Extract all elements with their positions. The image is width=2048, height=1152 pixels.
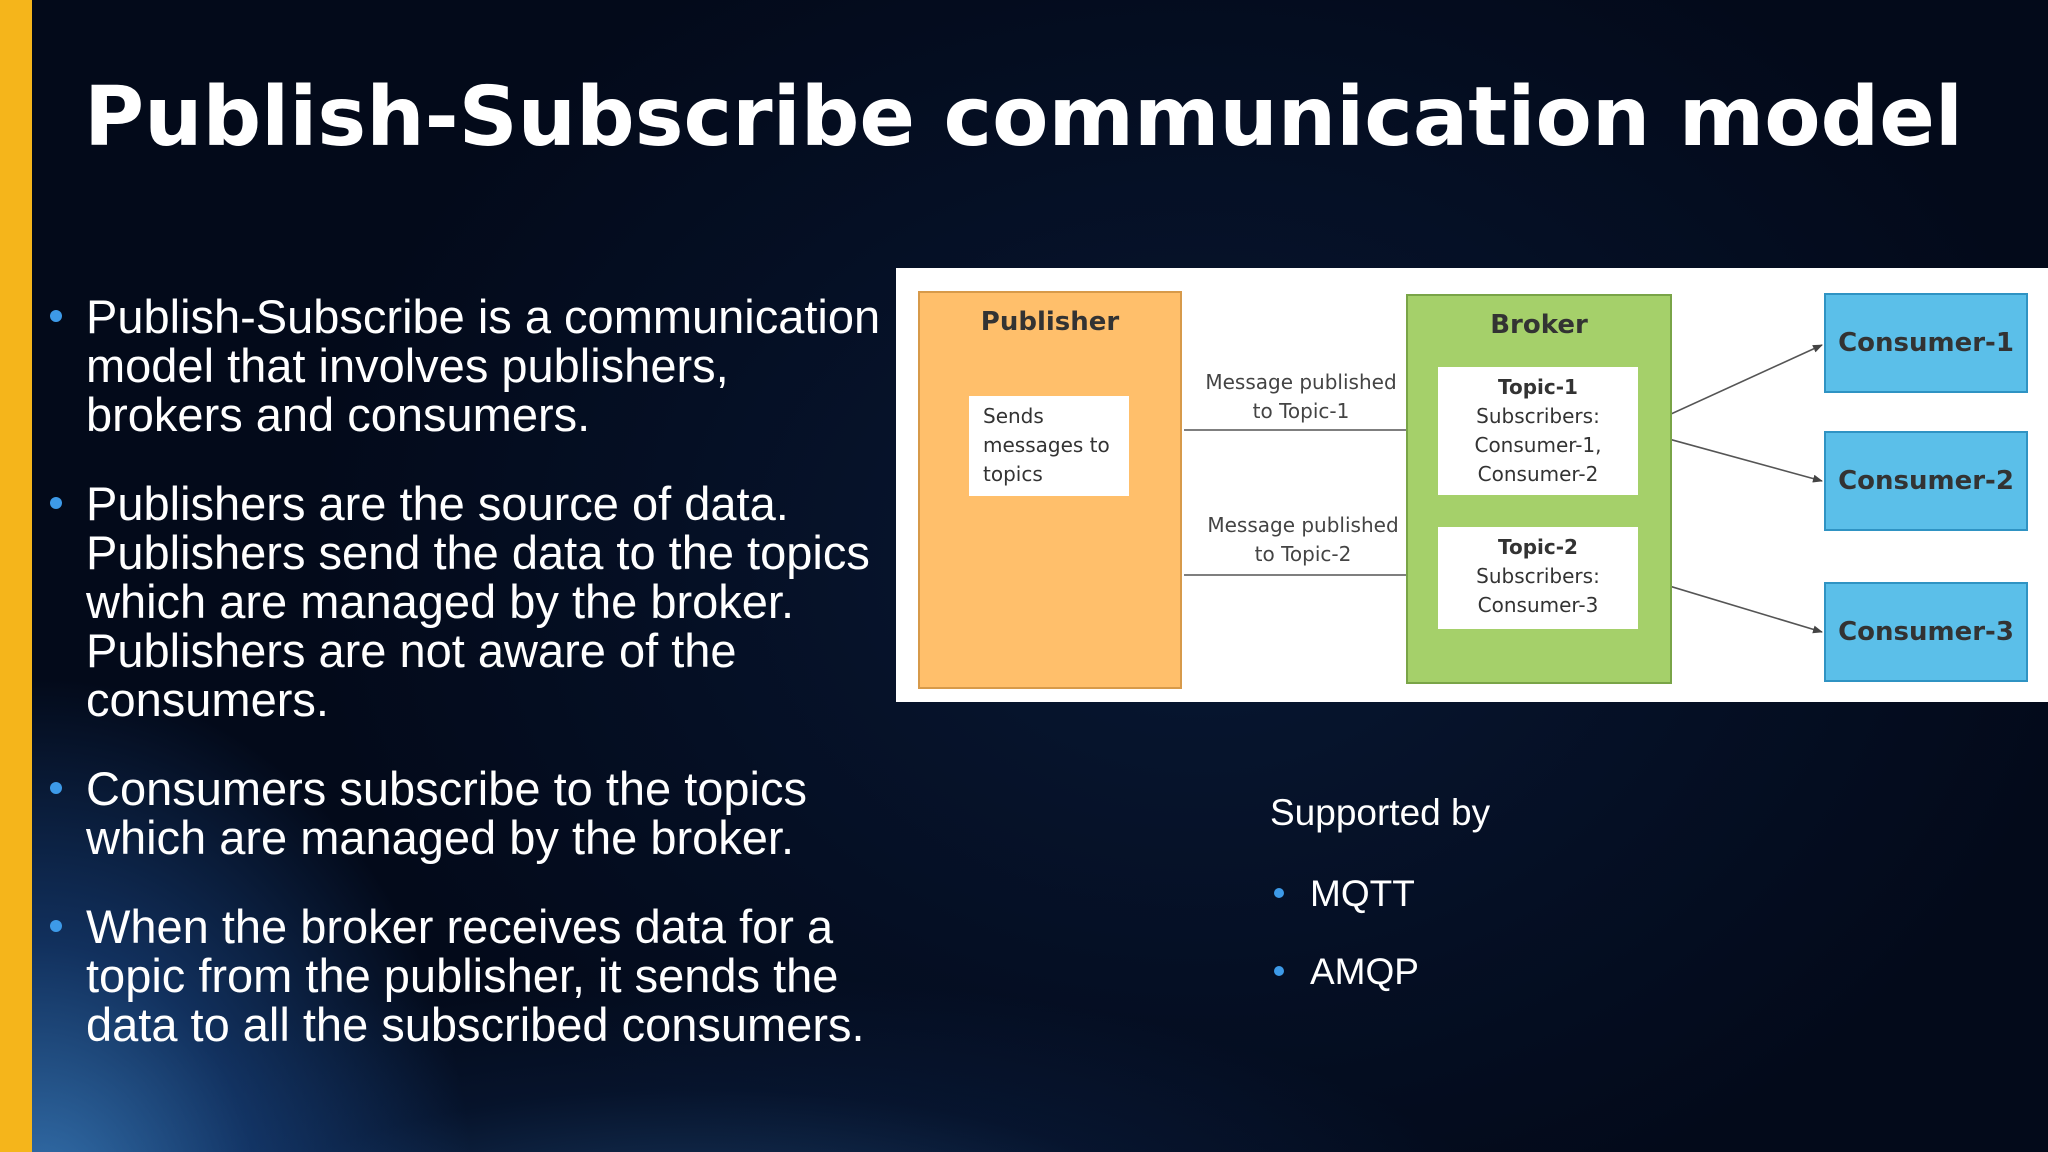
bullet-text: Publish-Subscribe is a communication mod… <box>86 290 881 441</box>
pubsub-diagram: Publisher Sends messages to topics Messa… <box>896 268 2048 702</box>
message-label-line: to Topic-2 <box>1254 542 1352 566</box>
supported-by-title: Supported by <box>1270 792 1491 833</box>
publisher-box: Publisher Sends messages to topics <box>918 291 1182 689</box>
topic-name: Topic-2 <box>1498 535 1578 559</box>
supported-item: MQTT <box>1270 870 1419 948</box>
topic1-box: Topic-1 Subscribers: Consumer-1, Consume… <box>1438 367 1638 495</box>
accent-bar <box>0 0 32 1152</box>
bullet-dot-icon <box>1274 888 1284 898</box>
topic-name: Topic-1 <box>1498 375 1578 399</box>
message-label-topic1: Message published to Topic-1 <box>1186 368 1416 426</box>
bullet-item: Publishers are the source of data. Publi… <box>44 479 894 724</box>
bullet-dot-icon <box>50 310 62 322</box>
consumer-1-box: Consumer-1 <box>1824 293 2028 393</box>
bullet-text: Publishers are the source of data. Publi… <box>86 477 870 726</box>
bullet-dot-icon <box>50 782 62 794</box>
bullet-dot-icon <box>1274 966 1284 976</box>
publisher-note-line: topics <box>983 462 1043 486</box>
publisher-note-line: messages to <box>983 433 1110 457</box>
bullet-item: Consumers subscribe to the topics which … <box>44 764 894 862</box>
topic-line: Consumer-1, <box>1474 433 1602 457</box>
bullet-text: When the broker receives data for a topi… <box>86 900 865 1051</box>
message-label-topic2: Message published to Topic-2 <box>1188 511 1418 569</box>
broker-box: Broker Topic-1 Subscribers: Consumer-1, … <box>1406 294 1672 684</box>
consumer-3-box: Consumer-3 <box>1824 582 2028 682</box>
topic-line: Consumer-3 <box>1477 593 1599 617</box>
slide-title: Publish-Subscribe communication model <box>84 70 1963 165</box>
topic-line: Consumer-2 <box>1477 462 1599 486</box>
supported-item: AMQP <box>1270 948 1419 1026</box>
publisher-note-line: Sends <box>983 404 1044 428</box>
broker-title: Broker <box>1490 310 1588 340</box>
bullet-item: Publish-Subscribe is a communication mod… <box>44 292 894 439</box>
message-label-line: Message published <box>1207 513 1399 537</box>
consumer-2-box: Consumer-2 <box>1824 431 2028 531</box>
supported-item-label: AMQP <box>1310 951 1419 992</box>
topic2-box: Topic-2 Subscribers: Consumer-3 <box>1438 527 1638 629</box>
bullet-dot-icon <box>50 920 62 932</box>
message-label-line: to Topic-1 <box>1252 399 1350 423</box>
publisher-note: Sends messages to topics <box>969 396 1129 496</box>
supported-item-label: MQTT <box>1310 873 1415 914</box>
topic-line: Subscribers: <box>1476 564 1600 588</box>
publisher-title: Publisher <box>980 307 1120 337</box>
bullet-dot-icon <box>50 497 62 509</box>
topic-line: Subscribers: <box>1476 404 1600 428</box>
bullet-item: When the broker receives data for a topi… <box>44 902 894 1049</box>
message-label-line: Message published <box>1205 370 1397 394</box>
bullet-list: Publish-Subscribe is a communication mod… <box>44 292 894 1089</box>
bullet-text: Consumers subscribe to the topics which … <box>86 762 807 864</box>
supported-list: MQTT AMQP <box>1270 870 1419 1026</box>
